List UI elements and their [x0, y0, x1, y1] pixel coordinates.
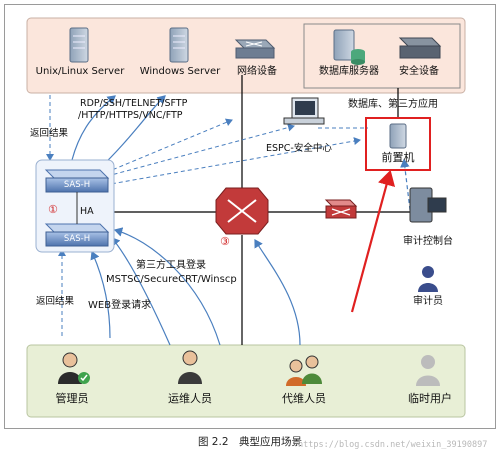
protocols-line-1: RDP/SSH/TELNET/SFTP — [80, 98, 188, 109]
bottom-user-band — [26, 344, 466, 418]
core-switch-icon — [215, 187, 269, 235]
sas-device-bottom — [45, 231, 109, 247]
auditor-icon — [418, 266, 438, 292]
db-third-party-label: 数据库、第三方应用 — [348, 99, 438, 110]
secondary-switch-icon — [324, 199, 358, 219]
front-machine-highlight — [365, 117, 431, 171]
ops-label: 运维人员 — [168, 392, 212, 405]
web-login-label: WEB登录请求 — [88, 300, 152, 311]
sas-top-label: SAS-H — [63, 180, 91, 190]
network-device-label: 网络设备 — [237, 66, 277, 77]
security-device-icon — [398, 37, 442, 59]
admin-user-icon — [58, 352, 90, 384]
espc-computer-icon — [283, 97, 325, 125]
agent-user-icon — [286, 355, 322, 386]
espc-label: ESPC-安全中心 — [266, 143, 332, 154]
sas-group — [35, 159, 115, 253]
database-server-label: 数据库服务器 — [319, 66, 379, 77]
security-device-label: 安全设备 — [399, 66, 439, 77]
sas-marker: ① — [48, 203, 58, 216]
database-server-icon — [333, 29, 365, 65]
unix-server-icon — [69, 27, 89, 63]
audit-console-label: 审计控制台 — [403, 236, 453, 247]
agent-label: 代维人员 — [282, 392, 326, 405]
switch-marker: ③ — [220, 235, 230, 248]
red-arrow — [350, 169, 396, 313]
third-party-tools-line-1: 第三方工具登录 — [136, 260, 206, 271]
temp-user-label: 临时用户 — [408, 392, 452, 405]
return-result-top: 返回结果 — [30, 128, 69, 139]
ops-user-icon — [178, 350, 202, 384]
audit-console-icon — [409, 187, 447, 223]
front-machine-icon — [389, 123, 407, 149]
return-result-bottom: 返回结果 — [36, 296, 75, 307]
protocols-line-2: /HTTP/HTTPS/VNC/FTP — [78, 110, 183, 121]
figure-caption: 图 2.2 典型应用场景 — [197, 436, 303, 448]
auditor-label: 审计员 — [413, 296, 443, 307]
temp-user-icon — [416, 355, 440, 386]
windows-server-icon — [169, 27, 189, 63]
sas-bottom-label: SAS-H — [63, 234, 91, 244]
unix-server-label: Unix/Linux Server — [35, 66, 125, 77]
windows-server-label: Windows Server — [139, 66, 221, 77]
watermark-text: https://blog.csdn.net/weixin_39190897 — [298, 440, 488, 450]
admin-label: 管理员 — [55, 392, 89, 405]
third-party-tools-line-2: MSTSC/SecureCRT/Winscp — [106, 274, 237, 285]
front-machine-label: 前置机 — [381, 151, 415, 164]
ha-label: HA — [80, 206, 94, 217]
network-device-icon — [234, 39, 276, 59]
